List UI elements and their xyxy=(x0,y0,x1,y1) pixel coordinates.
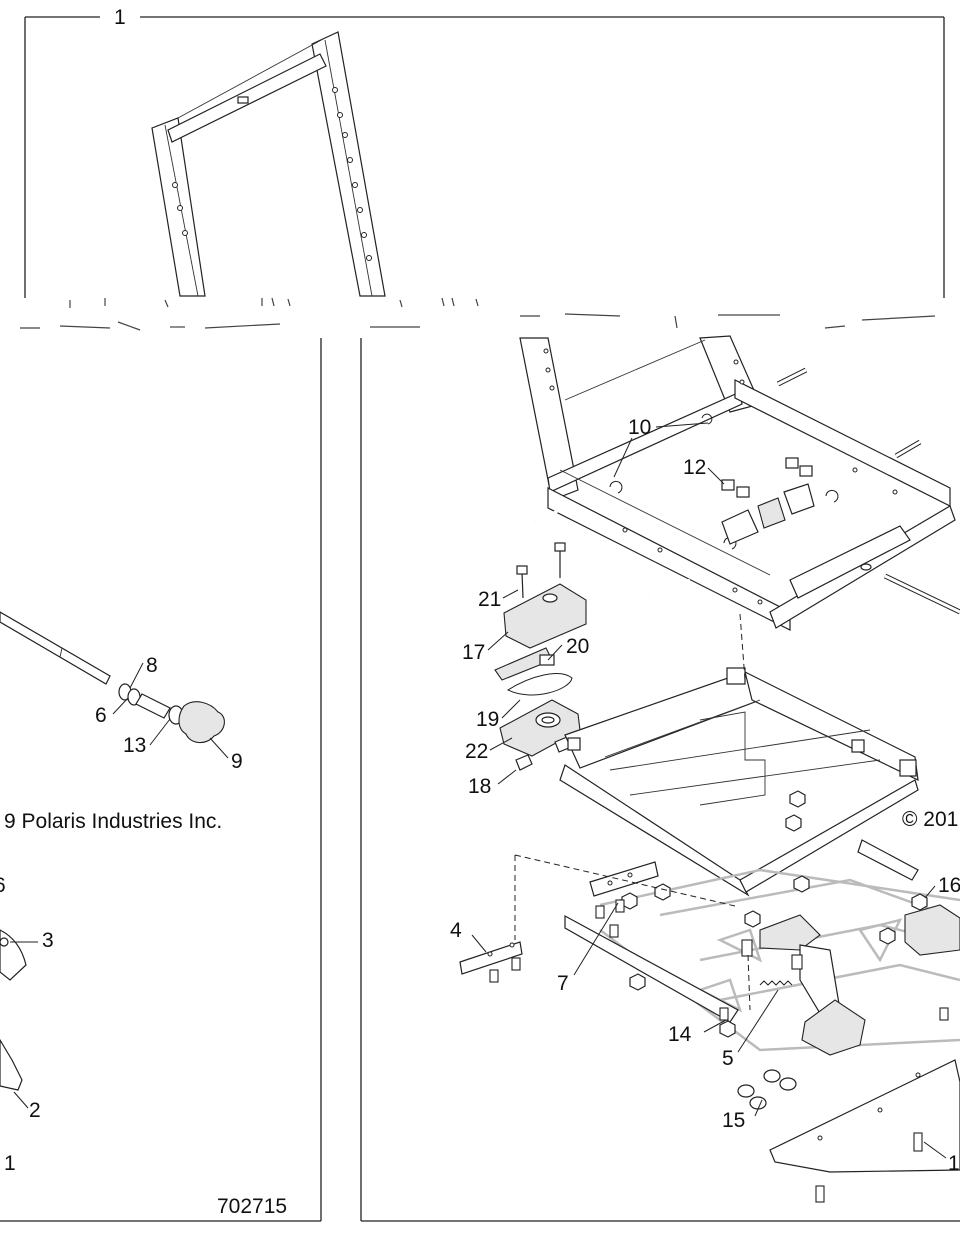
callout-19: 19 xyxy=(476,708,499,731)
leader-lines xyxy=(10,422,947,1159)
callout-18: 18 xyxy=(468,775,491,798)
floor-plates xyxy=(459,790,960,1203)
callout-9: 9 xyxy=(231,750,243,773)
callout-6: 6 xyxy=(95,704,107,727)
callout-12: 12 xyxy=(683,456,706,479)
callout-8: 8 xyxy=(146,654,158,677)
callout-10: 10 xyxy=(628,416,651,439)
callout-1-left: 1 xyxy=(4,1152,16,1175)
callout-20: 20 xyxy=(566,635,589,658)
callout-4: 4 xyxy=(450,919,462,942)
callout-3: 3 xyxy=(42,929,54,952)
callout-1-right: 1 xyxy=(948,1152,960,1175)
upper-seat-base xyxy=(519,335,960,631)
release-mechanism xyxy=(494,542,587,771)
callout-2: 2 xyxy=(29,1099,41,1122)
callout-1-top: 1 xyxy=(114,6,126,29)
callout-labels: 1 10 12 21 17 20 19 22 18 8 6 13 9 6 3 2… xyxy=(0,6,960,1175)
callout-16: 16 xyxy=(938,874,960,897)
copyright-right: © 201 xyxy=(902,808,958,831)
callout-6-left: 6 xyxy=(0,874,6,897)
callout-13: 13 xyxy=(123,734,146,757)
callout-15: 15 xyxy=(722,1109,745,1132)
seat-frame-upright xyxy=(151,31,386,297)
left-panel-parts xyxy=(0,611,225,1091)
slide-frame xyxy=(559,667,919,897)
center-lines xyxy=(514,613,751,1011)
drawing-number: 702715 xyxy=(217,1195,287,1218)
callout-17: 17 xyxy=(462,641,485,664)
callout-7: 7 xyxy=(557,972,569,995)
panel-borders xyxy=(0,16,960,1222)
floor-pan-background xyxy=(599,868,960,1052)
cut-line-fragments xyxy=(20,297,936,331)
callout-22: 22 xyxy=(465,740,488,763)
callout-21: 21 xyxy=(478,588,501,611)
copyright-left: 9 Polaris Industries Inc. xyxy=(4,810,222,833)
callout-14: 14 xyxy=(668,1023,692,1046)
callout-5: 5 xyxy=(722,1047,734,1070)
